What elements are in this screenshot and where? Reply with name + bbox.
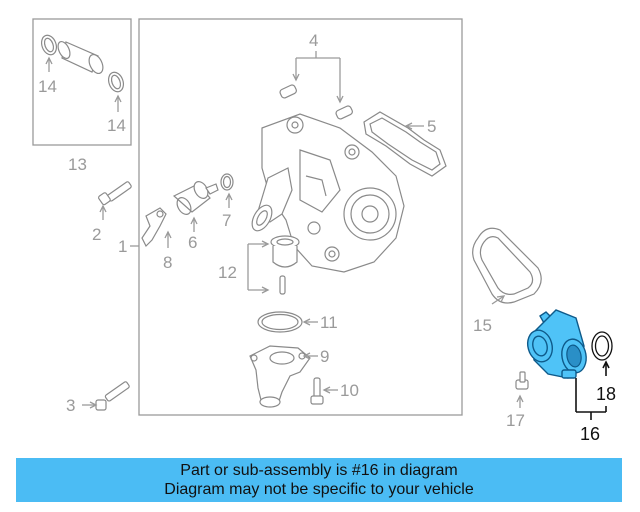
banner-line-1: Part or sub-assembly is #16 in diagram <box>180 462 458 479</box>
callout-18: 18 <box>596 384 616 404</box>
leader-16 <box>575 378 607 420</box>
part-14-hose <box>40 34 125 112</box>
info-banner: Part or sub-assembly is #16 in diagram D… <box>16 458 622 502</box>
callout-1: 1 <box>118 237 127 256</box>
callout-8: 8 <box>163 253 172 272</box>
callout-4: 4 <box>309 31 318 50</box>
part-2-bolt <box>98 181 132 220</box>
part-8-bracket <box>141 207 172 248</box>
part-17-bolt <box>515 371 529 408</box>
callout-14a: 14 <box>38 77 57 96</box>
callout-7: 7 <box>222 211 231 230</box>
part-7-oring <box>220 173 234 208</box>
callout-3: 3 <box>66 396 75 415</box>
part-15-belt <box>472 227 542 305</box>
callout-10: 10 <box>340 381 359 400</box>
water-pump-assembly <box>251 113 405 273</box>
callout-2: 2 <box>92 225 101 244</box>
callout-16: 16 <box>580 424 600 444</box>
callout-5: 5 <box>427 117 436 136</box>
main-assembly-box <box>138 18 463 416</box>
callout-14b: 14 <box>107 116 126 135</box>
part-11-oring <box>257 311 318 333</box>
callout-9: 9 <box>320 347 329 366</box>
callout-15: 15 <box>473 316 492 335</box>
callout-17: 17 <box>506 411 525 430</box>
banner-line-2: Diagram may not be specific to your vehi… <box>164 481 474 498</box>
callout-6: 6 <box>188 233 197 252</box>
callout-11: 11 <box>320 313 338 332</box>
part-10-bolt <box>310 377 338 405</box>
part-6-sensor <box>172 181 219 232</box>
callout-13: 13 <box>68 155 87 174</box>
part-16-coolant-flange <box>526 309 587 379</box>
part-12-thermostat <box>247 235 300 295</box>
group-box-13 <box>32 18 132 146</box>
part-3-bolt <box>82 381 130 411</box>
part-5-gasket <box>363 111 447 177</box>
part-9-housing <box>249 345 318 408</box>
part-18-oring <box>591 331 613 376</box>
part-4-pins <box>279 51 353 120</box>
callout-12: 12 <box>218 263 237 282</box>
